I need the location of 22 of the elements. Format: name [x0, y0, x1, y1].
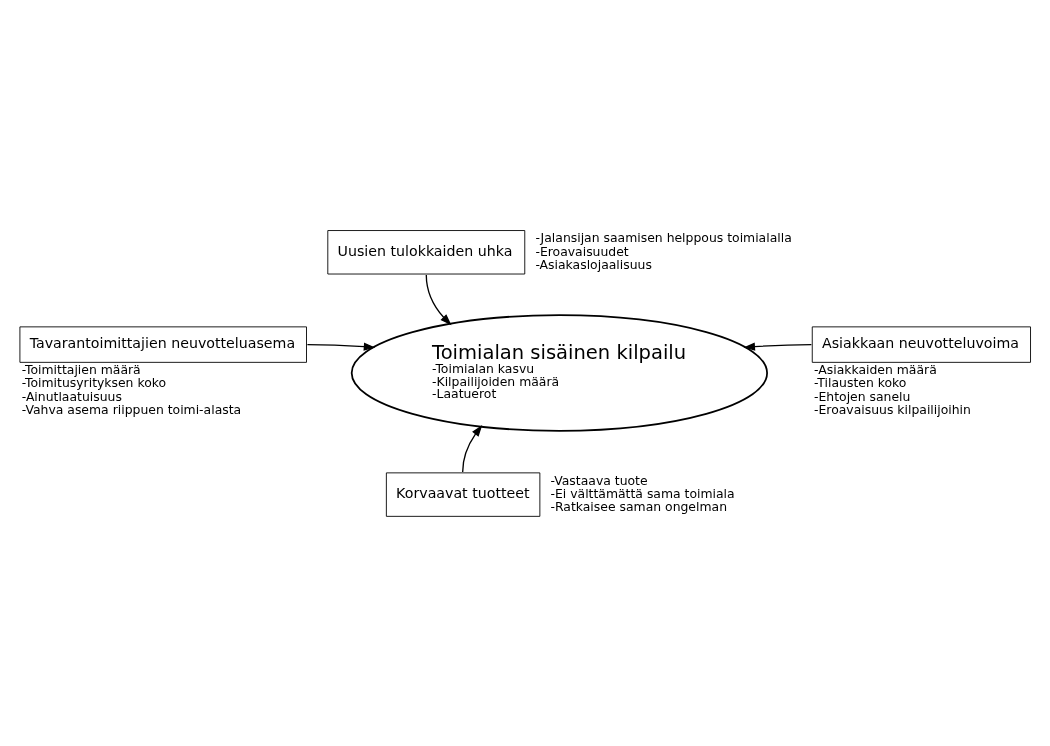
node-box: Uusien tulokkaiden uhka	[327, 230, 526, 275]
node-box: Korvaavat tuotteet	[385, 472, 541, 517]
arrow	[743, 342, 813, 351]
node-label: -Tilausten koko	[814, 375, 907, 391]
arrow	[425, 274, 452, 326]
node-label: -Asiakkaiden määrä	[814, 362, 937, 378]
node-label: -Toimittajien määrä	[21, 362, 141, 378]
node-label: -Asiakaslojaalisuus	[535, 256, 652, 272]
node-label: -Ei välttämättä sama toimiala	[550, 485, 735, 501]
node-label: -Eroavaisuudet	[535, 243, 629, 259]
node-label: -Jalansijan saamisen helppous toimialalla	[535, 230, 792, 246]
node-label: -Toimitusyrityksen koko	[21, 375, 167, 391]
node-label: -Ainutlaatuisuus	[21, 388, 122, 404]
arrow	[462, 425, 483, 473]
node-label: -Ehtojen sanelu	[814, 388, 911, 404]
node-label: -Vahva asema riippuen toimi-alasta	[21, 402, 242, 417]
node-box: Asiakkaan neuvotteluvoima	[811, 326, 1031, 363]
node-label: -Eroavaisuus kilpailijoihin	[814, 402, 971, 417]
node-box: Tavarantoimittajien neuvotteluasema	[19, 326, 307, 363]
node-label: -Ratkaisee saman ongelman	[550, 499, 728, 515]
node-label: -Vastaava tuote	[550, 472, 648, 488]
arrow	[306, 342, 376, 351]
